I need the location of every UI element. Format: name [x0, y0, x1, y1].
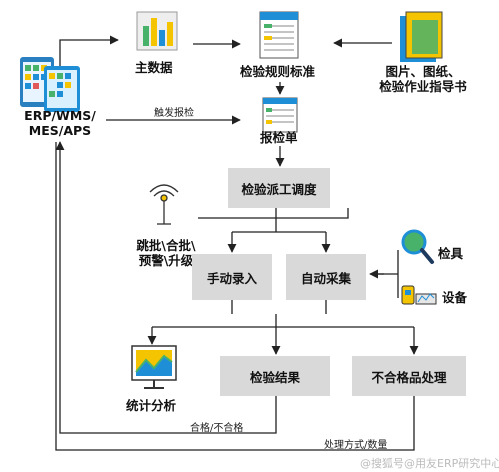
- inspection-order-label: 报检单: [260, 130, 298, 145]
- bar-chart-icon: [136, 11, 178, 51]
- erp-label: ERP/WMS/ MES/APS: [24, 108, 96, 138]
- equipment-label: 设备: [442, 290, 468, 305]
- skip-batch-label: 跳批\合批\ 预警\升级: [136, 238, 196, 268]
- document-icon: [259, 11, 299, 59]
- nonconforming-box: 不合格品处理: [352, 356, 466, 396]
- dispatch-box: 检验派工调度: [228, 168, 330, 208]
- pass-fail-edge-label: 合格/不合格: [190, 423, 244, 434]
- tablet-icon: [20, 57, 80, 112]
- edge-skip-to-dispatch: [198, 208, 349, 219]
- result-box: 检验结果: [220, 356, 330, 396]
- edge-merge: [152, 300, 414, 328]
- manual-entry-box: 手动录入: [192, 254, 272, 300]
- inspection-standard-label: 检验规则标准: [240, 64, 316, 79]
- trigger-edge-label: 触发报检: [154, 108, 194, 119]
- drawings-label: 图片、图纸、 检验作业指导书: [379, 64, 467, 94]
- stacked-papers-icon: [400, 11, 443, 62]
- gauge-label: 检具: [438, 246, 464, 261]
- edge-nc-back: [55, 142, 415, 451]
- edge-result-back: [55, 141, 277, 434]
- edge-erp-to-master: [59, 35, 119, 66]
- antenna-icon: [149, 184, 179, 225]
- handling-qty-edge-label: 处理方式/数量: [324, 440, 388, 451]
- device-icon: [401, 285, 437, 305]
- document-icon: [262, 97, 298, 133]
- edge-dispatch-split: [232, 208, 326, 233]
- connectors: [55, 35, 419, 451]
- watermark: @搜狐号@用友ERP研究中心: [360, 457, 499, 470]
- master-data-label: 主数据: [135, 60, 173, 75]
- statistics-label: 统计分析: [126, 398, 177, 413]
- auto-collect-box: 自动采集: [286, 254, 366, 300]
- monitor-chart-icon: [131, 345, 177, 389]
- magnifier-icon: [401, 229, 434, 264]
